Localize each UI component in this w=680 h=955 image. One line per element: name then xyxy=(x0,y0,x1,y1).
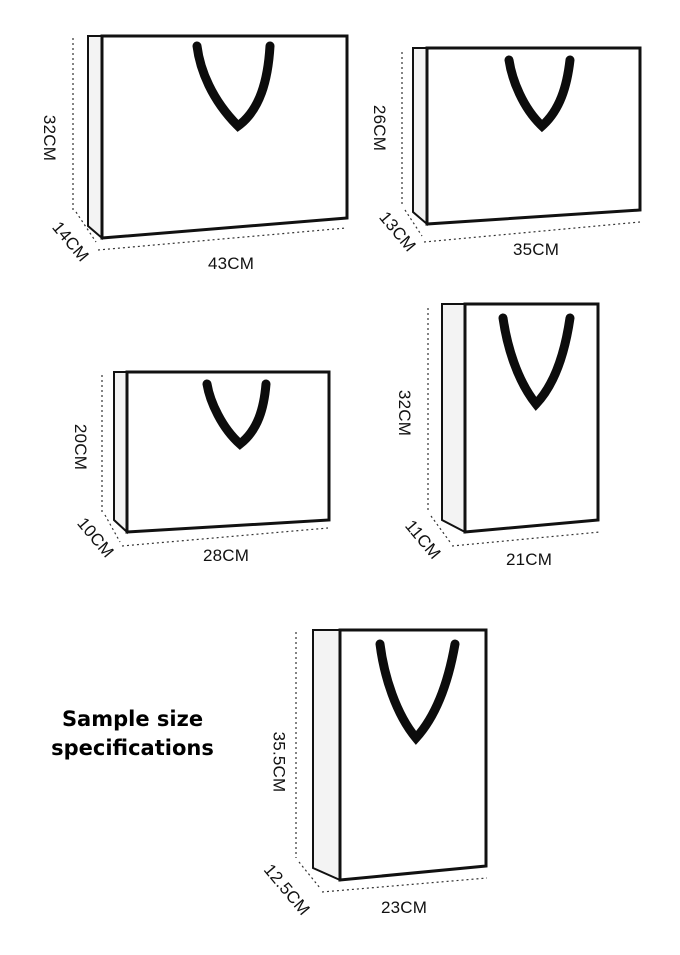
bag-3-drawing xyxy=(101,370,331,547)
bag-4-width-label: 21CM xyxy=(506,550,553,569)
bag-5-width-label: 23CM xyxy=(381,898,428,917)
caption-line-1: Sample size xyxy=(61,707,204,731)
bag-5-height-label: 35.5CM xyxy=(269,731,289,793)
bag-3-width-label: 28CM xyxy=(203,546,250,565)
bag-1-width-label: 43CM xyxy=(208,254,255,273)
bag-1-illustration: 32CM 14CM 43CM xyxy=(0,0,680,300)
bag-2-width-label: 35CM xyxy=(513,240,560,259)
size-specifications-caption: Sample size specifications xyxy=(40,705,225,763)
bag-2-illustration: 26CM 13CM 35CM xyxy=(0,0,680,300)
caption-line-2: specifications xyxy=(51,736,214,760)
bag-4-illustration: 32CM 11CM 21CM xyxy=(395,302,601,569)
bag-3-illustration: 20CM 10CM 28CM xyxy=(71,370,331,565)
bag-1-drawing xyxy=(72,34,349,251)
bag-4-drawing xyxy=(427,302,601,547)
bag-2-drawing xyxy=(401,46,642,243)
